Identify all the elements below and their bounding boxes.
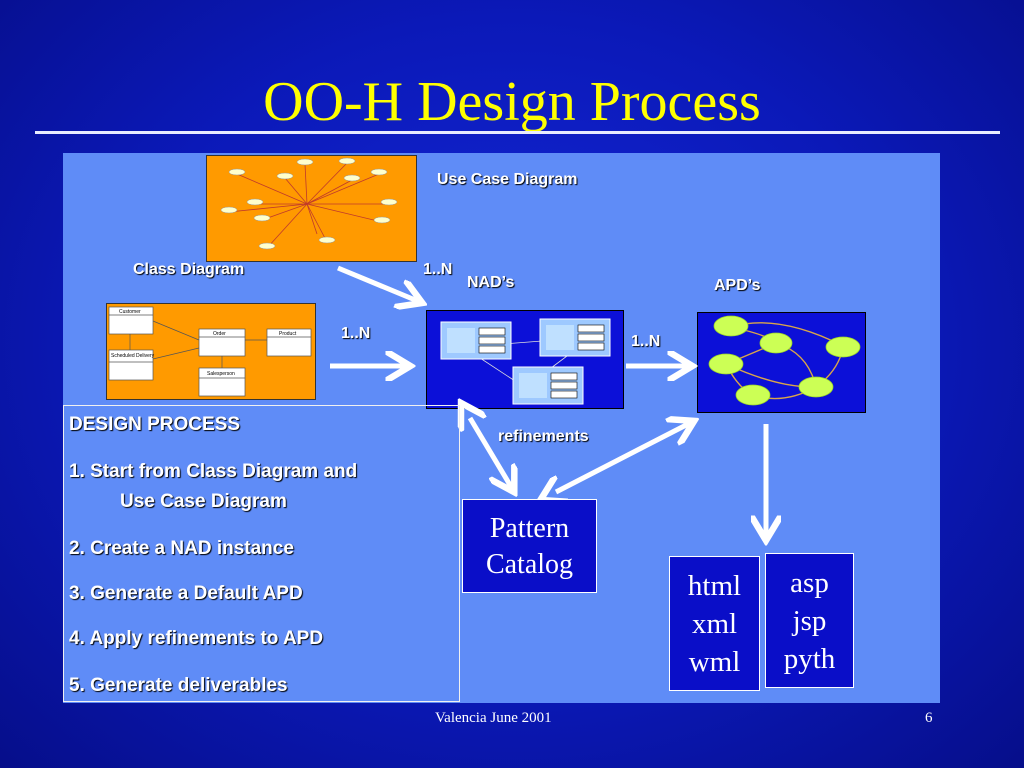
multiplicity-mid-label: 1..N xyxy=(341,325,371,342)
static-deliverables-box: html xml wml xyxy=(669,556,760,691)
use-case-diagram-label: Use Case Diagram xyxy=(437,171,578,188)
class-diagram-thumbnail: Customer Order Product Scheduled Deliver… xyxy=(106,303,316,400)
arrow-nad-pattern-refinement xyxy=(470,418,513,490)
title-divider xyxy=(35,131,1000,134)
deliverable-pyth: pyth xyxy=(783,643,836,675)
design-step-2: 2. Create a NAD instance xyxy=(69,538,294,559)
deliverable-xml: xml xyxy=(691,608,738,640)
pattern-catalog-line-2: Catalog xyxy=(485,549,574,580)
slide-title: OO-H Design Process xyxy=(263,71,761,133)
class-name-product: Product xyxy=(279,331,297,337)
design-step-3: 3. Generate a Default APD xyxy=(69,583,303,604)
nad-diagram-graphic xyxy=(440,318,611,405)
class-name-customer: Customer xyxy=(119,309,141,315)
apd-diagram-thumbnail xyxy=(697,312,866,413)
design-process-box: DESIGN PROCESS 1. Start from Class Diagr… xyxy=(63,405,460,702)
nads-label: NAD’s xyxy=(467,274,515,291)
apds-label: APD’s xyxy=(714,277,761,294)
multiplicity-top-label: 1..N xyxy=(423,261,453,278)
use-case-diagram-graphic xyxy=(220,157,398,250)
pattern-catalog-box: Pattern Catalog xyxy=(462,499,597,593)
nad-diagram-thumbnail xyxy=(426,310,624,409)
design-step-1: 1. Start from Class Diagram and xyxy=(69,461,358,482)
class-diagram-graphic: Customer Order Product Scheduled Deliver… xyxy=(108,306,312,397)
class-name-salesperson: Salesperson xyxy=(207,371,235,377)
dynamic-deliverables-box: asp jsp pyth xyxy=(765,553,854,688)
design-step-5: 5. Generate deliverables xyxy=(69,675,288,696)
multiplicity-right-label: 1..N xyxy=(631,333,661,350)
design-step-1-continued: Use Case Diagram xyxy=(120,491,287,512)
apd-diagram-graphic xyxy=(708,315,861,406)
arrow-usecase-to-nad xyxy=(337,265,420,302)
footer-text: Valencia June 2001 xyxy=(435,710,552,726)
pattern-catalog-line-1: Pattern xyxy=(489,513,570,544)
class-name-scheduled-delivery: Scheduled Delivery xyxy=(111,353,155,359)
deliverable-wml: wml xyxy=(688,646,741,678)
class-name-order: Order xyxy=(213,331,226,337)
page-number: 6 xyxy=(925,710,933,726)
arrow-pattern-apd-refinement xyxy=(556,422,692,492)
deliverable-asp: asp xyxy=(790,567,829,599)
design-process-heading: DESIGN PROCESS xyxy=(69,414,241,435)
use-case-diagram-thumbnail xyxy=(206,155,417,262)
design-step-4: 4. Apply refinements to APD xyxy=(69,628,324,649)
deliverable-jsp: jsp xyxy=(792,605,827,637)
deliverable-html: html xyxy=(687,570,742,602)
class-diagram-label: Class Diagram xyxy=(133,261,245,278)
